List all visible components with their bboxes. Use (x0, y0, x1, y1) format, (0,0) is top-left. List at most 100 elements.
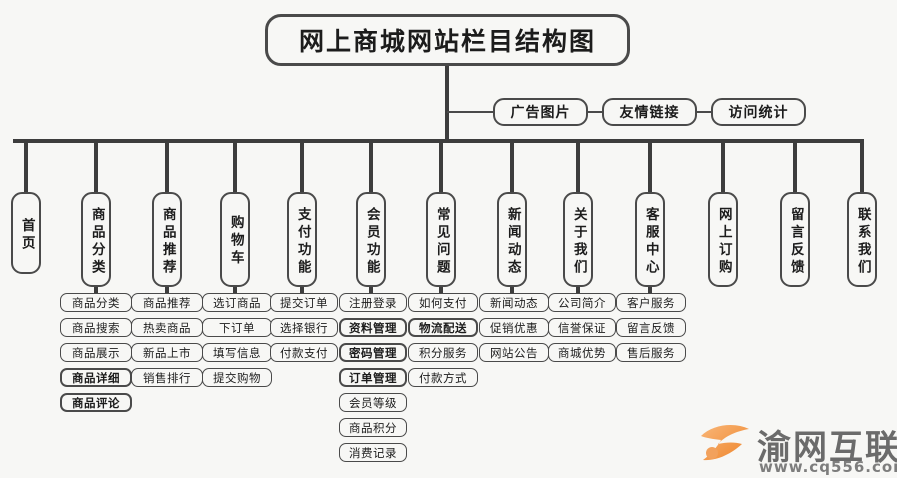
sub-node-6-3[interactable]: 密码管理 (339, 343, 407, 362)
sub-node-label: 销售排行 (143, 370, 191, 385)
main-node-9[interactable]: 关于我们 (563, 192, 593, 287)
side-branch-line (447, 111, 493, 113)
sub-node-label: 公司简介 (558, 295, 606, 310)
main-node-10[interactable]: 客服中心 (635, 192, 665, 287)
sub-stem-line (165, 287, 169, 293)
sub-node-10-2[interactable]: 留言反馈 (616, 318, 686, 337)
sub-node-2-5[interactable]: 商品评论 (60, 393, 132, 412)
sub-node-4-4[interactable]: 提交购物 (202, 368, 272, 387)
sub-node-3-4[interactable]: 销售排行 (131, 368, 203, 387)
sub-node-4-3[interactable]: 填写信息 (202, 343, 272, 362)
sub-node-4-1[interactable]: 选订商品 (202, 293, 272, 312)
column-drop-line (793, 141, 797, 192)
sub-node-8-3[interactable]: 网站公告 (479, 343, 549, 362)
column-drop-line (648, 141, 652, 192)
sub-node-7-2[interactable]: 物流配送 (408, 318, 478, 337)
sub-node-label: 密码管理 (349, 345, 397, 360)
main-node-12[interactable]: 留言反馈 (780, 192, 810, 287)
sub-node-6-6[interactable]: 商品积分 (339, 418, 407, 437)
sub-node-label: 信誉保证 (558, 320, 606, 335)
sub-node-label: 客户服务 (627, 295, 675, 310)
sub-node-label: 注册登录 (349, 295, 397, 310)
sub-node-label: 下订单 (219, 320, 255, 335)
sub-node-8-1[interactable]: 新闻动态 (479, 293, 549, 312)
sub-node-8-2[interactable]: 促销优惠 (479, 318, 549, 337)
side-node-links[interactable]: 友情链接 (602, 98, 697, 126)
title-stem-line (445, 66, 449, 142)
sub-node-2-1[interactable]: 商品分类 (60, 293, 132, 312)
sub-node-label: 消费记录 (349, 445, 397, 460)
column-drop-line (860, 141, 864, 192)
logo-name: 渝网互联 (757, 428, 897, 468)
sub-node-5-3[interactable]: 付款支付 (270, 343, 338, 362)
sub-node-3-1[interactable]: 商品推荐 (131, 293, 203, 312)
sub-node-6-1[interactable]: 注册登录 (339, 293, 407, 312)
column-drop-line (439, 141, 443, 192)
main-node-13[interactable]: 联系我们 (847, 192, 877, 287)
main-node-2[interactable]: 商品分类 (81, 192, 111, 287)
column-drop-line (94, 141, 98, 192)
sub-node-9-1[interactable]: 公司简介 (548, 293, 616, 312)
sub-node-label: 付款方式 (419, 370, 467, 385)
column-drop-line (510, 141, 514, 192)
sub-node-label: 商品评论 (72, 395, 120, 410)
main-node-5[interactable]: 支付功能 (287, 192, 317, 287)
main-node-11[interactable]: 网上订购 (708, 192, 738, 287)
main-node-label: 商品分类 (88, 206, 105, 277)
sub-node-9-2[interactable]: 信誉保证 (548, 318, 616, 337)
sub-stem-line (233, 287, 237, 293)
sub-node-5-1[interactable]: 提交订单 (270, 293, 338, 312)
sub-node-label: 商品积分 (349, 420, 397, 435)
sub-node-3-2[interactable]: 热卖商品 (131, 318, 203, 337)
column-drop-line (721, 141, 725, 192)
watermark-logo: 渝网互联 www.cq556.com (697, 418, 897, 478)
main-node-1[interactable]: 首页 (11, 192, 41, 274)
sub-node-10-3[interactable]: 售后服务 (616, 343, 686, 362)
sub-node-6-5[interactable]: 会员等级 (339, 393, 407, 412)
sub-stem-line (576, 287, 580, 293)
main-node-label: 联系我们 (854, 206, 871, 277)
sub-node-label: 选择银行 (280, 320, 328, 335)
main-node-label: 关于我们 (570, 206, 587, 277)
sub-node-3-3[interactable]: 新品上市 (131, 343, 203, 362)
sub-node-2-2[interactable]: 商品搜索 (60, 318, 132, 337)
sub-node-label: 新闻动态 (490, 295, 538, 310)
main-node-7[interactable]: 常见问题 (426, 192, 456, 287)
sub-node-7-3[interactable]: 积分服务 (408, 343, 478, 362)
sub-node-7-1[interactable]: 如何支付 (408, 293, 478, 312)
sub-node-label: 促销优惠 (490, 320, 538, 335)
sub-node-10-1[interactable]: 客户服务 (616, 293, 686, 312)
sub-node-6-2[interactable]: 资料管理 (339, 318, 407, 337)
sub-node-6-7[interactable]: 消费记录 (339, 443, 407, 462)
main-node-6[interactable]: 会员功能 (356, 192, 386, 287)
sub-node-5-2[interactable]: 选择银行 (270, 318, 338, 337)
main-bus-line (13, 139, 864, 143)
sub-node-label: 商品详细 (72, 370, 120, 385)
sub-node-2-3[interactable]: 商品展示 (60, 343, 132, 362)
sub-node-9-3[interactable]: 商城优势 (548, 343, 616, 362)
sub-node-label: 商城优势 (558, 345, 606, 360)
main-node-8[interactable]: 新闻动态 (497, 192, 527, 287)
sub-node-label: 订单管理 (349, 370, 397, 385)
sub-node-6-4[interactable]: 订单管理 (339, 368, 407, 387)
sub-node-4-2[interactable]: 下订单 (202, 318, 272, 337)
side-node-stats[interactable]: 访问统计 (711, 98, 806, 126)
column-drop-line (165, 141, 169, 192)
sub-node-label: 资料管理 (349, 320, 397, 335)
column-drop-line (233, 141, 237, 192)
sub-node-label: 会员等级 (349, 395, 397, 410)
side-connector-1 (588, 111, 602, 113)
main-node-label: 客服中心 (642, 206, 659, 277)
sub-node-2-4[interactable]: 商品详细 (60, 368, 132, 387)
column-drop-line (369, 141, 373, 192)
sub-stem-line (94, 287, 98, 293)
main-node-4[interactable]: 购物车 (220, 192, 250, 287)
side-connector-2 (697, 111, 711, 113)
column-drop-line (576, 141, 580, 192)
main-node-3[interactable]: 商品推荐 (152, 192, 182, 287)
sub-stem-line (648, 287, 652, 293)
logo-url: www.cq556.com (759, 458, 897, 476)
sub-node-7-4[interactable]: 付款方式 (408, 368, 478, 387)
main-node-label: 支付功能 (294, 206, 311, 277)
side-node-ad[interactable]: 广告图片 (493, 98, 588, 126)
